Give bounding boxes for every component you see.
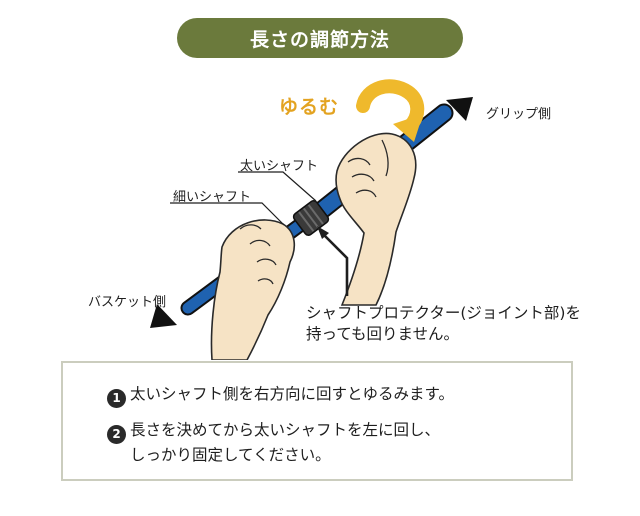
shaft-protector xyxy=(292,200,330,236)
protector-note-line2: 持っても回りません。 xyxy=(306,325,459,343)
grip-side-arrow xyxy=(446,97,473,121)
step-2-text-line1: 長さを決めてから太いシャフトを左に回し、 xyxy=(130,421,441,439)
protector-pointer xyxy=(319,230,349,296)
basket-side-label: バスケット側 xyxy=(88,295,167,310)
thick-shaft-label: 太いシャフト xyxy=(240,159,319,174)
loosen-label: ゆるむ xyxy=(279,96,340,118)
thin-shaft-leader xyxy=(170,202,285,226)
protector-note: シャフトプロテクター(ジョイント部)を 持っても回りません。 xyxy=(306,303,581,345)
step-2-text-line2: しっかり固定してください。 xyxy=(130,446,331,464)
thick-shaft-leader xyxy=(238,171,317,202)
section-title: 長さの調節方法 xyxy=(177,18,463,58)
basket-side-arrow xyxy=(150,304,177,328)
step-1-number: 1 xyxy=(107,389,126,408)
adjustment-illustration xyxy=(150,79,473,360)
protector-note-line1: シャフトプロテクター(ジョイント部)を xyxy=(306,304,581,322)
turn-arrow-icon xyxy=(356,79,425,142)
grip-side-label: グリップ側 xyxy=(486,107,552,122)
step-2-number: 2 xyxy=(107,425,126,444)
thin-shaft-label: 細いシャフト xyxy=(173,190,252,205)
step-1-text: 太いシャフト側を右方向に回すとゆるみます。 xyxy=(130,385,454,403)
right-hand xyxy=(335,132,417,306)
left-hand xyxy=(210,219,296,360)
